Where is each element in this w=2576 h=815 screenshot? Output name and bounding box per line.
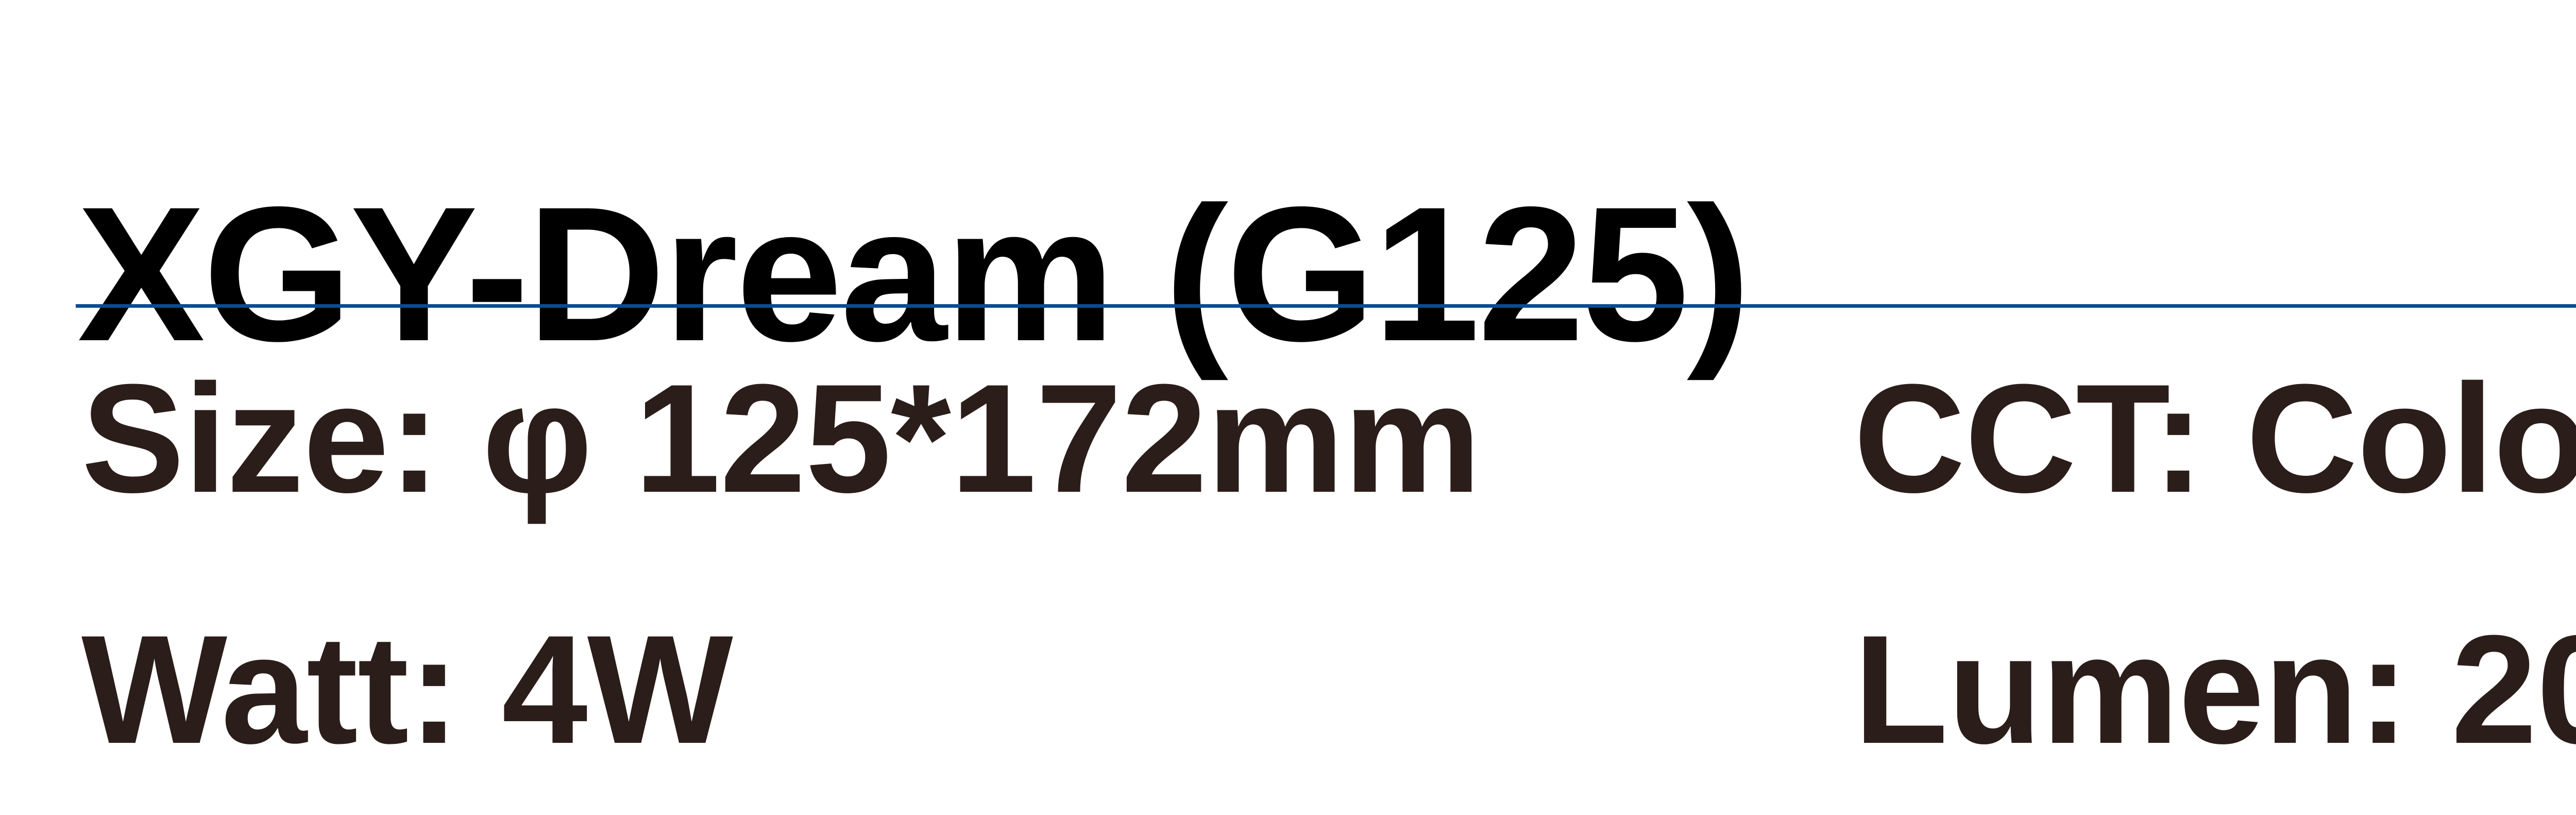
spec-watt: Watt: 4W (81, 603, 733, 776)
spec-lumen: Lumen: 200-250lm/W (1854, 603, 2576, 776)
spec-cct: CCT: Color (1854, 352, 2576, 525)
page-title: XGY-Dream (G125) (77, 167, 1751, 381)
spec-row: Watt: 4W Lumen: 200-250lm/W (0, 612, 2576, 767)
title-divider (76, 304, 2576, 308)
spec-row: Size: φ 125*172mm CCT: Color (0, 361, 2576, 515)
spec-size: Size: φ 125*172mm (81, 352, 1481, 525)
